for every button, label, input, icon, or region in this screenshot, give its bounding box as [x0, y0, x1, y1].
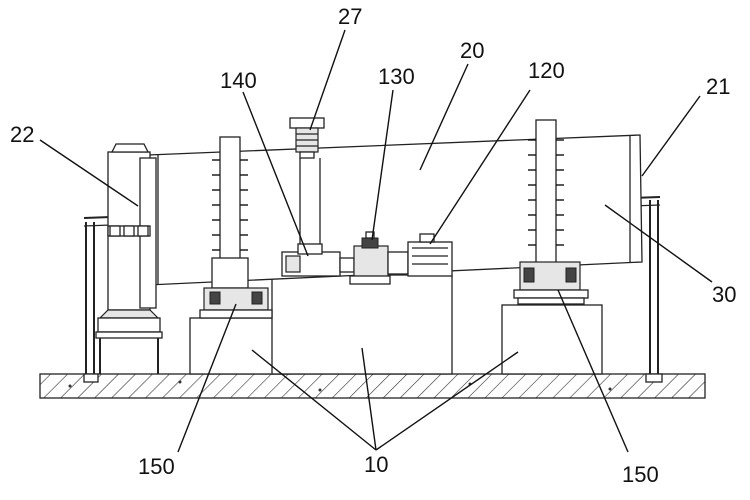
- left-elevator-tower: [199, 136, 273, 319]
- feed-column: [107, 143, 157, 311]
- label-150-left: 150: [138, 454, 175, 479]
- leader-lines: [39, 29, 713, 453]
- reference-numerals: 27 140 130 20 120 21 22 30 150 10 150: [10, 4, 736, 487]
- foundation-blocks: [189, 274, 603, 375]
- label-150-right: 150: [622, 462, 659, 487]
- label-21: 21: [706, 74, 730, 99]
- label-20: 20: [460, 38, 484, 63]
- top-rotor-assembly: [289, 117, 325, 250]
- label-140: 140: [220, 68, 257, 93]
- ground-slab: [39, 373, 706, 399]
- label-22: 22: [10, 122, 34, 147]
- label-27: 27: [338, 4, 362, 29]
- label-10: 10: [364, 452, 388, 477]
- feed-base: [95, 309, 163, 374]
- right-elevator-tower: [513, 119, 589, 305]
- label-30: 30: [712, 282, 736, 307]
- label-120: 120: [528, 58, 565, 83]
- drive-train: [281, 231, 453, 285]
- label-130: 130: [378, 64, 415, 89]
